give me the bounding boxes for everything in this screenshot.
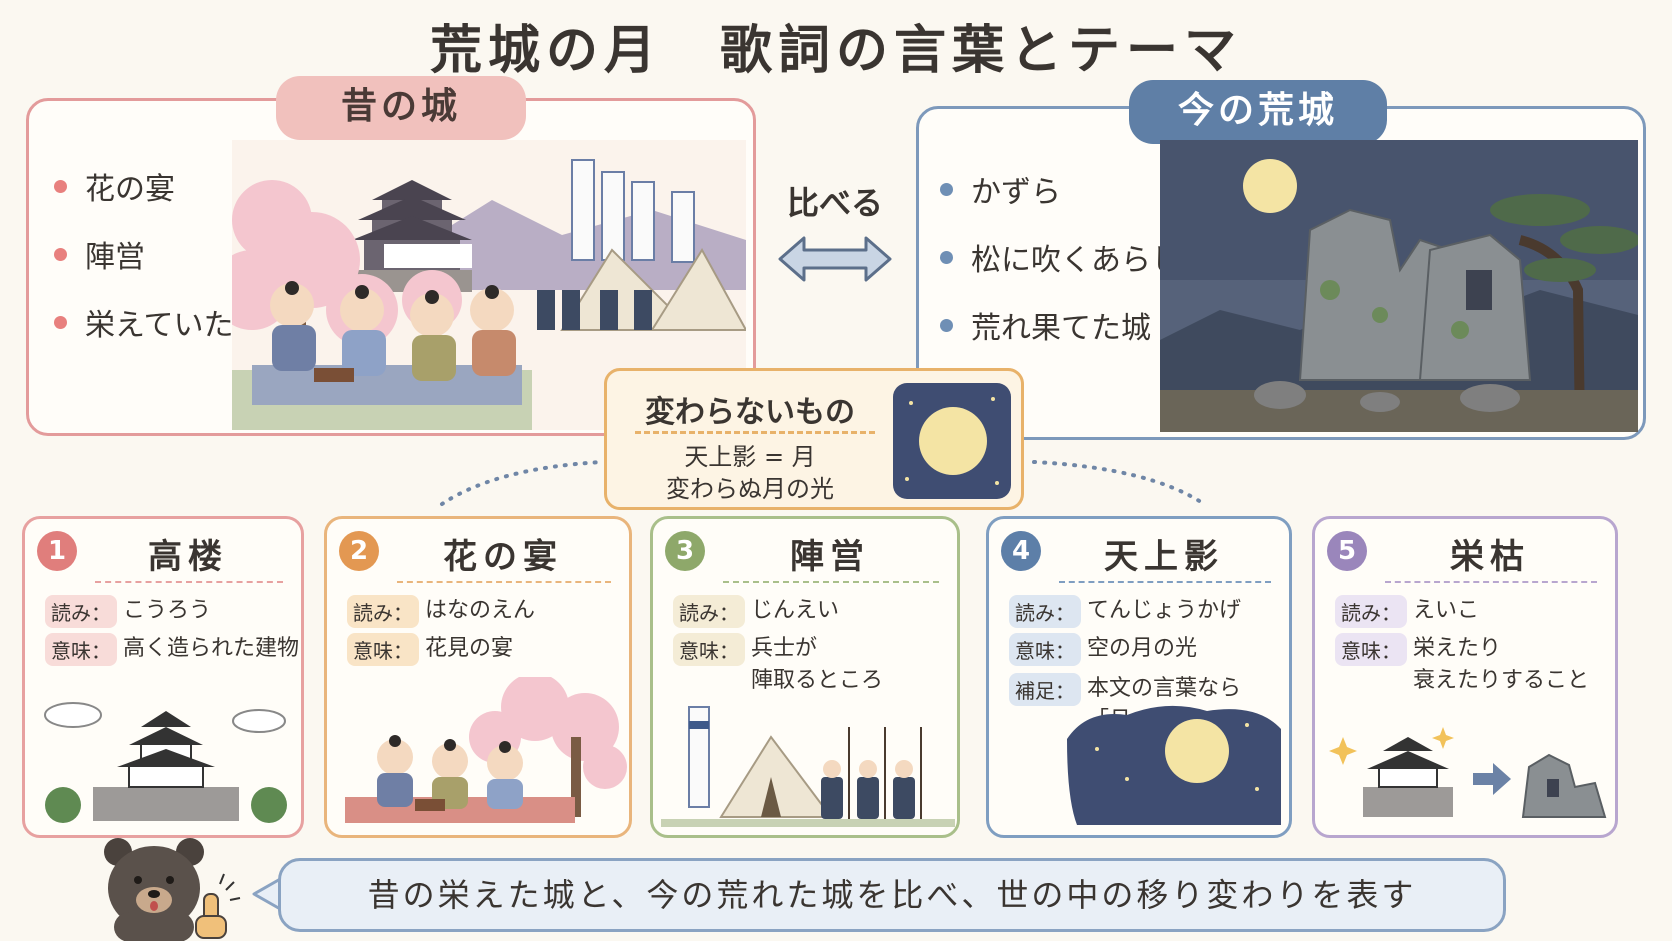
note-tag: 補足： — [1009, 673, 1081, 706]
compare-label: 比べる — [786, 184, 883, 222]
word-card-takadono: 1 高楼 読み：こうろう 意味：高く造られた建物 — [22, 516, 304, 838]
reading-row: 読み：てんじょうかげ — [1009, 595, 1241, 628]
night-moon-illustration — [1067, 705, 1281, 825]
reading-tag: 読み： — [347, 595, 419, 628]
card-number: 4 — [1001, 531, 1041, 571]
flower-viewing-illustration — [345, 677, 627, 823]
meaning-value: 花見の宴 — [425, 636, 514, 661]
bullet-icon — [940, 318, 953, 332]
reading-value: はなのえん — [425, 598, 536, 623]
meaning-tag: 意味： — [1009, 633, 1081, 666]
meaning-tag: 意味： — [347, 633, 419, 666]
card-number: 5 — [1327, 531, 1367, 571]
meaning-row: 意味：花見の宴 — [347, 633, 513, 666]
card-title: 栄枯 — [1450, 537, 1530, 577]
summary-bubble: 昔の栄えた城と、今の荒れた城を比べ、世の中の移り変わりを表す — [278, 858, 1506, 932]
reading-value: こうろう — [123, 598, 212, 623]
meaning-row: 意味：兵士が陣取るところ — [673, 633, 883, 697]
bullet-icon — [940, 182, 953, 196]
divider — [1059, 581, 1271, 583]
reading-row: 読み：はなのえん — [347, 595, 535, 628]
meaning-value: 兵士が陣取るところ — [751, 636, 884, 693]
meaning-row: 意味：栄えたり衰えたりすること — [1335, 633, 1589, 697]
ruined-castle-illustration — [1160, 140, 1638, 432]
bear-mascot-icon — [104, 838, 241, 941]
reading-row: 読み：えいこ — [1335, 595, 1479, 628]
divider — [397, 581, 611, 583]
list-item: 松に吹くあらし — [940, 223, 1181, 291]
word-card-hana-no-en: 2 花の宴 読み：はなのえん 意味：花見の宴 — [324, 516, 632, 838]
meaning-row: 意味：空の月の光 — [1009, 633, 1197, 666]
divider — [635, 431, 875, 434]
card-title: 陣営 — [790, 537, 870, 577]
list-item: 荒れ果てた城 — [940, 291, 1181, 359]
reading-tag: 読み： — [1335, 595, 1407, 628]
castle-tower-illustration — [44, 702, 287, 823]
card-title: 天上影 — [1104, 537, 1224, 577]
card-title: 高楼 — [148, 537, 228, 577]
rise-and-fall-illustration — [1329, 727, 1607, 818]
present-castle-list: かずら 松に吹くあらし 荒れ果てた城 — [940, 155, 1181, 359]
list-item: 花の宴 — [54, 152, 294, 220]
unchanging-line-2: 変わらぬ月の光 — [666, 475, 834, 503]
meaning-tag: 意味： — [1335, 633, 1407, 666]
reading-tag: 読み： — [1009, 595, 1081, 628]
reading-row: 読み：じんえい — [673, 595, 839, 628]
meaning-tag: 意味： — [673, 633, 745, 666]
reading-tag: 読み： — [45, 595, 117, 628]
unchanging-line-1: 天上影 = 月 — [684, 443, 816, 471]
list-item: 陣営 — [54, 220, 294, 288]
moon-icon — [893, 383, 1011, 499]
divider — [723, 581, 939, 583]
unchanging-box: 変わらないもの 天上影 = 月 変わらぬ月の光 — [604, 368, 1024, 510]
page-title: 荒城の月 歌詞の言葉とテーマ — [429, 21, 1242, 81]
reading-tag: 読み： — [673, 595, 745, 628]
past-castle-heading: 昔の城 — [276, 76, 526, 140]
connector-right — [1032, 460, 1206, 506]
bullet-icon — [54, 247, 67, 261]
connector-left — [440, 460, 604, 506]
card-title: 花の宴 — [443, 537, 563, 577]
double-arrow-icon — [778, 236, 892, 282]
speech-tail — [252, 876, 283, 912]
reading-value: てんじょうかげ — [1087, 598, 1242, 623]
bullet-icon — [54, 315, 67, 329]
card-number: 2 — [339, 531, 379, 571]
meaning-value: 高く造られた建物 — [123, 636, 300, 661]
present-castle-heading: 今の荒城 — [1129, 80, 1387, 144]
divider — [1385, 581, 1597, 583]
meaning-row: 意味：高く造られた建物 — [45, 633, 299, 666]
meaning-tag: 意味： — [45, 633, 117, 666]
word-card-jinei: 3 陣営 読み：じんえい 意味：兵士が陣取るところ — [650, 516, 960, 838]
unchanging-heading: 変わらないもの — [645, 395, 855, 430]
bullet-icon — [940, 250, 953, 264]
army-camp-illustration — [661, 706, 955, 827]
card-number: 1 — [37, 531, 77, 571]
reading-value: じんえい — [751, 598, 840, 623]
list-item: かずら — [940, 155, 1181, 223]
meaning-value: 栄えたり衰えたりすること — [1413, 636, 1590, 693]
word-card-tenjoukage: 4 天上影 読み：てんじょうかげ 意味：空の月の光 補足：本文の言葉なら「月」 — [986, 516, 1292, 838]
card-number: 3 — [665, 531, 705, 571]
bullet-icon — [54, 179, 67, 193]
meaning-value: 空の月の光 — [1087, 636, 1198, 661]
divider — [95, 581, 283, 583]
reading-value: えいこ — [1413, 598, 1480, 623]
summary-text: 昔の栄えた城と、今の荒れた城を比べ、世の中の移り変わりを表す — [367, 876, 1417, 914]
reading-row: 読み：こうろう — [45, 595, 211, 628]
word-card-eiko: 5 栄枯 読み：えいこ 意味：栄えたり衰えたりすること — [1312, 516, 1618, 838]
